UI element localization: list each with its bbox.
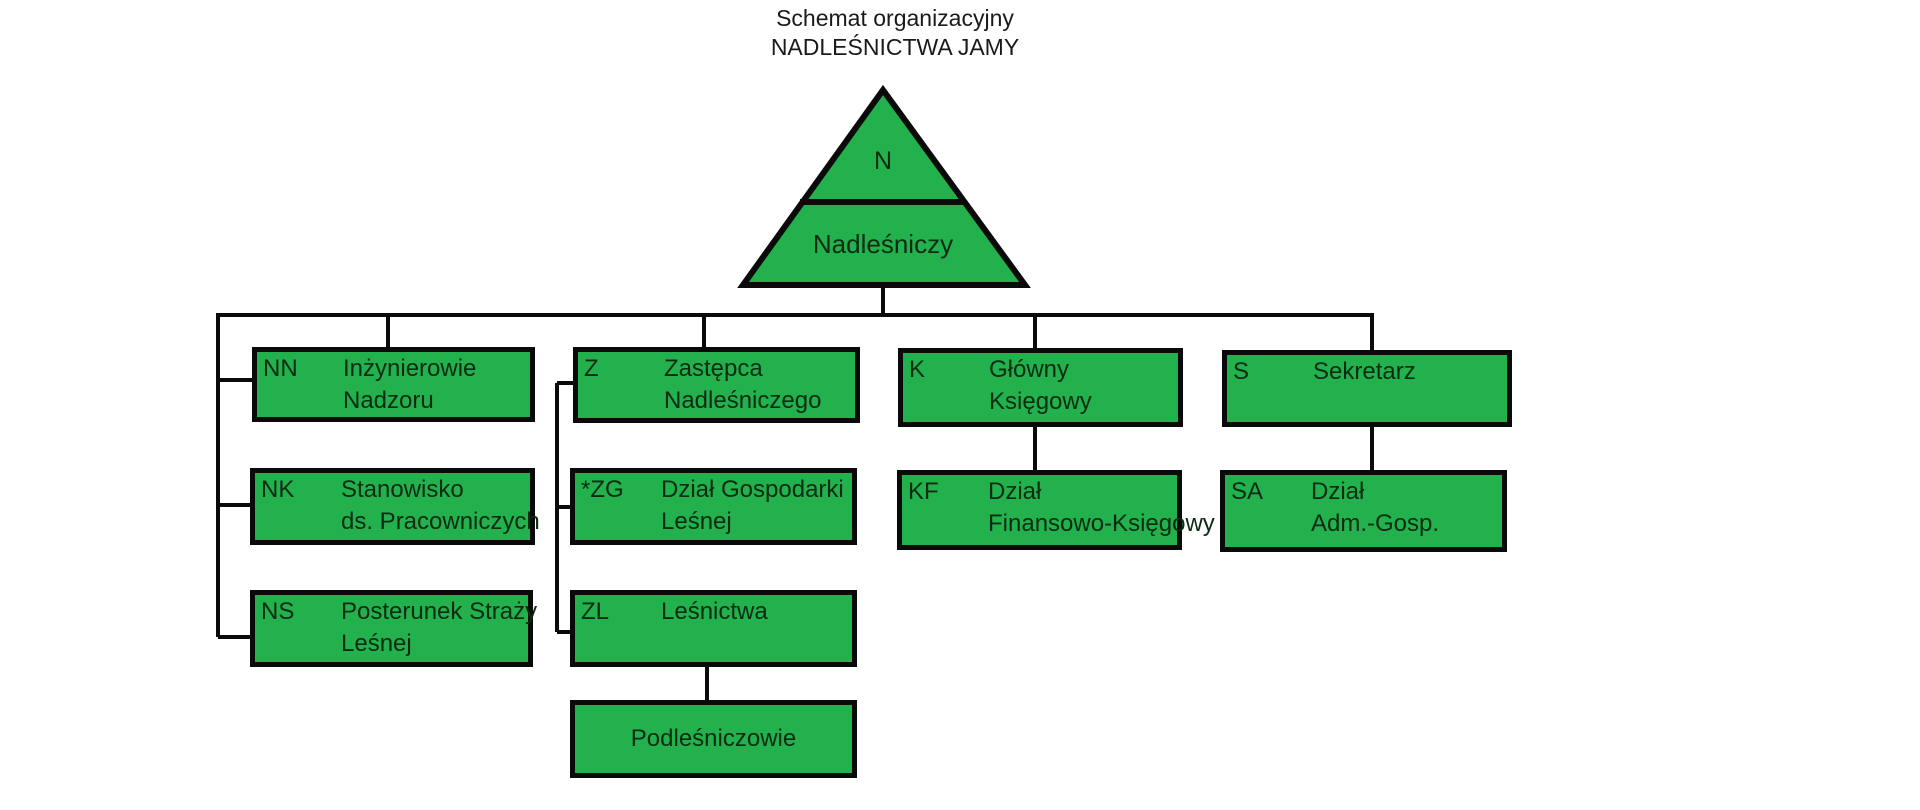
node-podlesniczowie-label: Podleśniczowie — [631, 723, 796, 755]
node-ns-label-line2: Leśnej — [341, 630, 412, 657]
node-zg: *ZG Dział Gospodarki Leśnej — [570, 468, 857, 545]
node-sa-label-line2: Adm.-Gosp. — [1311, 510, 1440, 537]
node-zg-label-line2: Leśnej — [661, 508, 732, 535]
node-kf-label-line2: Finansowo-Księgowy — [988, 510, 1215, 537]
node-ns-label-line1: Posterunek Straży — [341, 598, 538, 625]
connector-left-spine — [216, 315, 252, 639]
node-zg-label-line1: Dział Gospodarki — [661, 476, 844, 503]
node-nn-label: Inżynierowie Nadzoru — [343, 353, 476, 417]
node-kf-label-line1: Dział — [988, 478, 1042, 505]
node-nk: NK Stanowisko ds. Pracowniczych — [250, 468, 540, 545]
root-label: Nadleśniczy — [812, 229, 954, 259]
chart-title-line1: Schemat organizacyjny — [776, 5, 1014, 31]
node-sa-code: SA — [1231, 478, 1264, 505]
node-sa-label-line1: Dział — [1311, 478, 1365, 505]
node-ns: NS Posterunek Straży Leśnej — [250, 590, 537, 667]
node-nn-label-line1: Inżynierowie — [343, 355, 477, 382]
node-k-label: Główny Księgowy — [989, 354, 1092, 418]
node-s-code: S — [1233, 358, 1250, 385]
node-s: S Sekretarz — [1222, 350, 1512, 427]
chart-title-line2: NADLEŚNICTWA JAMY — [770, 34, 1020, 60]
node-k-label-line2: Księgowy — [989, 388, 1092, 415]
node-nk-label-line2: ds. Pracowniczych — [341, 508, 540, 535]
node-kf-code: KF — [908, 478, 939, 505]
node-zl-label: Leśnictwa — [661, 596, 768, 628]
connector-main-comb — [216, 287, 1374, 350]
chart-title: Schemat organizacyjny NADLEŚNICTWA JAMY — [595, 4, 1195, 62]
node-nk-label-line1: Stanowisko — [341, 476, 464, 503]
node-z-label-line2: Nadleśniczego — [664, 387, 822, 414]
connector-z-spine — [555, 381, 573, 634]
node-zl-code: ZL — [581, 598, 610, 625]
node-k-code: K — [909, 356, 926, 383]
node-ns-label: Posterunek Straży Leśnej — [341, 596, 537, 660]
node-s-label: Sekretarz — [1313, 356, 1416, 388]
node-kf-label: Dział Finansowo-Księgowy — [988, 476, 1215, 540]
node-zg-code: *ZG — [581, 476, 624, 503]
node-z-label-line1: Zastępca — [664, 355, 763, 382]
root-code: N — [873, 147, 893, 175]
node-nk-code: NK — [261, 476, 295, 503]
node-sa: SA Dział Adm.-Gosp. — [1220, 470, 1507, 552]
node-k-label-line1: Główny — [989, 356, 1070, 383]
node-k: K Główny Księgowy — [898, 348, 1183, 427]
node-nk-label: Stanowisko ds. Pracowniczych — [341, 474, 540, 538]
node-kf: KF Dział Finansowo-Księgowy — [897, 470, 1215, 550]
node-nn: NN Inżynierowie Nadzoru — [252, 347, 535, 422]
node-ns-code: NS — [261, 598, 295, 625]
node-podlesniczowie: Podleśniczowie — [570, 700, 857, 778]
node-podlesniczowie-label-line1: Podleśniczowie — [630, 725, 797, 752]
node-z: Z Zastępca Nadleśniczego — [573, 347, 860, 423]
node-zl-label-line1: Leśnictwa — [661, 598, 768, 625]
node-nn-code: NN — [263, 355, 298, 382]
root-triangle — [737, 84, 1031, 288]
node-sa-label: Dział Adm.-Gosp. — [1311, 476, 1439, 540]
node-zl: ZL Leśnictwa — [570, 590, 857, 667]
node-z-code: Z — [584, 355, 599, 382]
node-z-label: Zastępca Nadleśniczego — [664, 353, 821, 417]
node-zg-label: Dział Gospodarki Leśnej — [661, 474, 844, 538]
node-s-label-line1: Sekretarz — [1313, 358, 1416, 385]
node-nn-label-line2: Nadzoru — [343, 387, 434, 414]
